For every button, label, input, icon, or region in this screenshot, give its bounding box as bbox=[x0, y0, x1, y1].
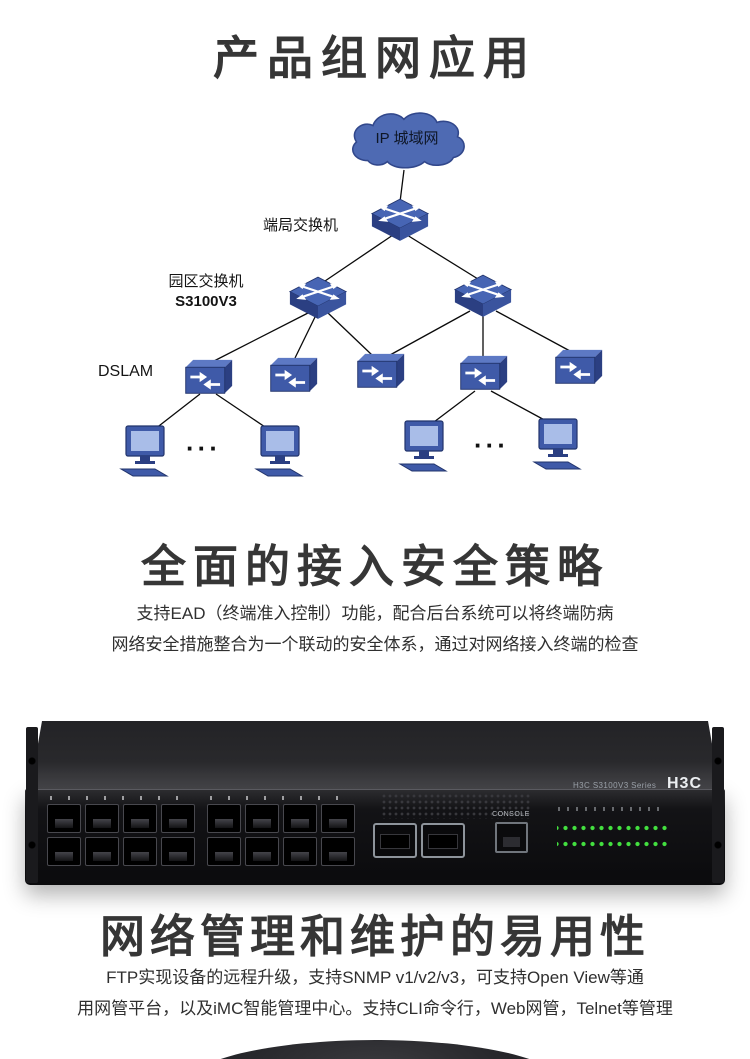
rj45-port bbox=[245, 837, 279, 866]
topology-canvas bbox=[120, 112, 603, 477]
led-caption-strip bbox=[558, 807, 664, 811]
port-number-strip-2 bbox=[210, 796, 354, 800]
campus-switch-model: S3100V3 bbox=[175, 293, 237, 310]
campus-switch-label-block: 园区交换机 S3100V3 bbox=[158, 272, 254, 312]
switch-top-panel bbox=[30, 721, 720, 789]
core-switch-label: 端局交换机 bbox=[262, 217, 338, 234]
rj45-port bbox=[85, 804, 119, 833]
pc-icon-1 bbox=[120, 425, 168, 477]
section-title-management: 网络管理和维护的易用性 bbox=[99, 911, 650, 962]
next-product-preview bbox=[186, 1040, 564, 1059]
rj45-port bbox=[283, 837, 317, 866]
security-line2: 网络安全措施整合为一个联动的安全体系，通过对网络接入终端的检查 bbox=[111, 635, 639, 654]
management-description: FTP实现设备的远程升级，支持SNMP v1/v2/v3，可支持Open Vie… bbox=[0, 962, 750, 1024]
dslam-icon-1 bbox=[185, 359, 233, 394]
dslam-icon-3 bbox=[357, 353, 405, 388]
rj45-port bbox=[207, 804, 241, 833]
dslam-icon-5 bbox=[555, 349, 603, 384]
dslam-icon-4 bbox=[460, 355, 508, 390]
security-description: 支持EAD（终端准入控制）功能，配合后台系统可以将终端防病 网络安全措施整合为一… bbox=[0, 598, 750, 660]
port-number-strip-1 bbox=[50, 796, 194, 800]
console-port-label: CONSOLE bbox=[492, 811, 530, 818]
rj45-port bbox=[161, 837, 195, 866]
console-port bbox=[495, 822, 528, 853]
rack-ear-right bbox=[712, 727, 724, 883]
sfp-slot-1 bbox=[373, 823, 417, 858]
dslam-label: DSLAM bbox=[98, 363, 154, 380]
pc-icon-4 bbox=[533, 418, 581, 470]
campus-switch-left-icon bbox=[289, 276, 347, 320]
rj45-port bbox=[161, 804, 195, 833]
rack-ear-left bbox=[26, 727, 38, 883]
campus-switch-right-icon bbox=[454, 274, 512, 318]
dslam-icon-2 bbox=[270, 357, 318, 392]
core-switch-icon bbox=[371, 198, 429, 242]
ellipsis-right: ··· bbox=[474, 430, 509, 460]
rj45-port bbox=[321, 804, 355, 833]
rj45-port bbox=[85, 837, 119, 866]
ethernet-port-group-1 bbox=[47, 804, 195, 866]
rj45-port bbox=[283, 804, 317, 833]
pc-icon-3 bbox=[399, 420, 447, 472]
rj45-port bbox=[321, 837, 355, 866]
rj45-port bbox=[123, 804, 157, 833]
vent-grid bbox=[381, 793, 531, 819]
cloud-label: IP 城域网 bbox=[375, 130, 439, 147]
section-title-security: 全面的接入安全策略 bbox=[140, 541, 609, 592]
ellipsis-left: ··· bbox=[186, 433, 221, 463]
topology-links bbox=[154, 169, 571, 430]
rj45-port bbox=[47, 837, 81, 866]
switch-product-photo: CONSOLE H3C S3100V3 Series H3C bbox=[25, 705, 725, 895]
section-title-networking: 产品组网应用 bbox=[213, 32, 537, 84]
security-line1: 支持EAD（终端准入控制）功能，配合后台系统可以将终端防病 bbox=[136, 604, 614, 623]
model-series-text: H3C S3100V3 Series bbox=[573, 781, 657, 790]
management-line1: FTP实现设备的远程升级，支持SNMP v1/v2/v3，可支持Open Vie… bbox=[106, 968, 644, 987]
campus-switch-label: 园区交换机 bbox=[168, 273, 244, 290]
rj45-port bbox=[207, 837, 241, 866]
ethernet-port-group-2 bbox=[207, 804, 355, 866]
h3c-logo: H3C bbox=[667, 775, 703, 792]
status-led-grid bbox=[557, 815, 667, 851]
sfp-slot-2 bbox=[421, 823, 465, 858]
management-line2: 用网管平台，以及iMC智能管理中心。支持CLI命令行，Web网管，Telnet等… bbox=[77, 999, 673, 1018]
pc-icon-2 bbox=[255, 425, 303, 477]
rj45-port bbox=[123, 837, 157, 866]
rj45-port bbox=[47, 804, 81, 833]
network-topology-diagram: IP 城域网 端局交换机 园区交换机 S3100V3 DSLAM ··· ··· bbox=[0, 95, 750, 515]
rj45-port bbox=[245, 804, 279, 833]
